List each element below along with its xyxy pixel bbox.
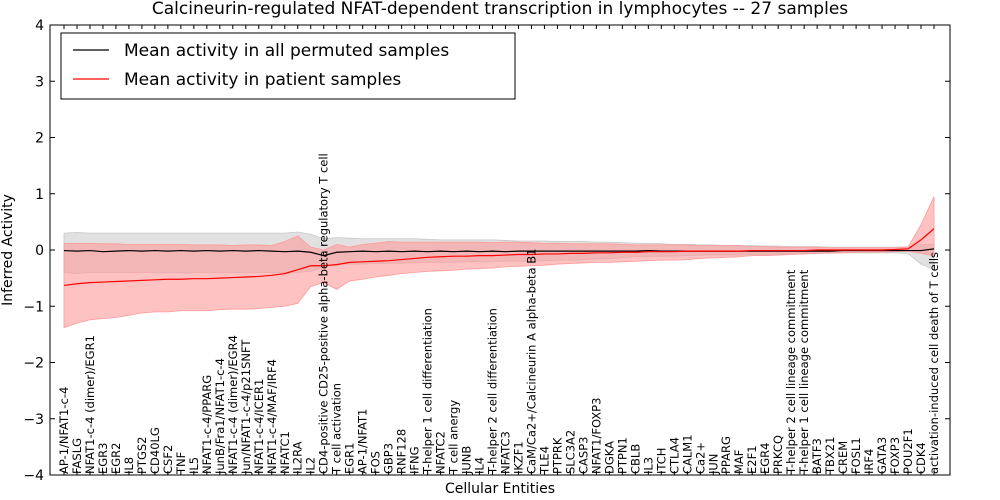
category-label: T-helper 2 cell differentiation: [486, 308, 500, 475]
y-axis-label: Inferred Activity: [0, 194, 16, 306]
category-label: T-helper 2 cell lineage commitment: [784, 269, 798, 475]
category-label: BATF3: [810, 438, 824, 474]
category-label: IL3: [641, 457, 655, 474]
category-label: FOSL1: [849, 437, 863, 474]
category-label: NFAT1/FOXP3: [589, 398, 603, 474]
category-label: PTGS2: [135, 437, 149, 475]
y-tick-label: −2: [23, 356, 44, 372]
category-label: IKZF1: [511, 441, 525, 474]
band-patient: [63, 196, 935, 329]
category-label: CTLA4: [667, 437, 681, 474]
y-tick-label: 1: [35, 187, 44, 203]
category-label: TLE4: [537, 446, 551, 475]
category-label: FOS: [369, 451, 383, 474]
category-label: CaM/Ca2+/Calcineurin A alpha-beta B1: [524, 249, 538, 474]
category-label: IFNG: [408, 446, 422, 474]
category-label: NFAT1-c-4/ICER1: [252, 379, 266, 474]
category-label: Ca2+: [693, 442, 707, 474]
category-label: IL8: [122, 457, 136, 474]
category-label: GATA3: [875, 437, 889, 474]
category-label: NFATC3: [498, 431, 512, 474]
category-label: NFAT1-c-4/MAF/IRF4: [265, 359, 279, 474]
category-label: PTPRK: [550, 437, 564, 474]
category-label: FOXP3: [888, 437, 902, 474]
category-label: activation-induced cell death of T cells: [927, 252, 941, 474]
category-label: IRF4: [862, 449, 876, 474]
category-label: CREM: [836, 441, 850, 474]
category-label: T-helper 1 cell differentiation: [421, 308, 435, 475]
category-label: CDK4: [914, 442, 928, 474]
category-label: CSF2: [161, 445, 175, 474]
category-label: TBX21: [823, 437, 837, 475]
category-label: PRKCQ: [771, 435, 785, 474]
category-label: IL5: [187, 457, 201, 474]
category-label: NFAT1-c-4 (dimer)/EGR4: [226, 335, 240, 474]
category-label: IL2: [304, 457, 318, 474]
legend-label-patient: Mean activity in patient samples: [124, 70, 401, 90]
category-label: NFAT1-c-4/PPARG: [200, 375, 214, 474]
x-axis-label: Cellular Entities: [445, 481, 555, 497]
category-label: CD40LG: [148, 427, 162, 474]
y-tick-label: −4: [23, 468, 44, 484]
y-tick-label: 4: [35, 18, 44, 34]
category-label: EGR1: [343, 443, 357, 475]
category-label: CALM1: [680, 434, 694, 474]
category-label: T cell anergy: [447, 400, 461, 475]
category-label: SLC3A2: [563, 430, 577, 474]
legend: Mean activity in all permuted samples Me…: [60, 32, 516, 100]
category-label: GBP3: [382, 443, 396, 474]
category-label: NFAT1-c-4 (dimer)/EGR1: [83, 335, 97, 474]
category-label: T cell activation: [330, 383, 344, 475]
category-label: MAF: [732, 450, 746, 474]
category-label: CBLB: [628, 444, 642, 474]
category-label: ITCH: [654, 448, 668, 474]
line-patient: [63, 228, 935, 287]
category-label: PPARG: [719, 436, 733, 474]
chart-title: Calcineurin-regulated NFAT-dependent tra…: [152, 0, 848, 19]
y-tick-label: −1: [23, 299, 44, 315]
category-label: JunB/Fra1/NFAT1-c-4: [213, 358, 227, 475]
category-label: POU2F1: [901, 428, 915, 474]
category-label: AP-1/NFAT1-c-4: [57, 387, 71, 474]
category-label: JUN: [706, 454, 720, 475]
category-label: CD4-positive CD25-positive alpha-beta re…: [317, 153, 331, 474]
category-label: DGKA: [602, 441, 616, 474]
category-label: Jun/NFAT1-c-4/p21SNFT: [239, 339, 253, 475]
legend-label-permuted: Mean activity in all permuted samples: [124, 41, 449, 61]
plot-area: −4−3−2−101234AP-1/NFAT1-c-4FASLGNFAT1-c-…: [23, 18, 951, 484]
category-label: AP-1/NFAT1: [356, 409, 370, 474]
legend-box: [60, 32, 516, 100]
category-label: PTPN1: [615, 437, 629, 474]
category-label: NFATC1: [278, 431, 292, 474]
category-label: NFATC2: [434, 431, 448, 474]
category-label: RNF128: [395, 429, 409, 474]
category-label: E2F1: [745, 445, 759, 474]
y-tick-label: 3: [35, 74, 44, 90]
y-tick-label: 2: [35, 131, 44, 147]
category-label: EGR2: [109, 443, 123, 475]
y-tick-label: −3: [23, 412, 44, 428]
category-label: EGR4: [758, 443, 772, 475]
category-label: T-helper 1 cell lineage commitment: [797, 269, 811, 475]
category-label: CASP3: [576, 437, 590, 474]
category-label: JUNB: [460, 446, 474, 475]
category-label: TNF: [174, 452, 188, 475]
category-label: IL2RA: [291, 441, 305, 474]
category-label: IL4: [473, 457, 487, 474]
category-label: EGR3: [96, 443, 110, 475]
category-label: FASLG: [70, 438, 84, 474]
y-tick-label: 0: [35, 243, 44, 259]
